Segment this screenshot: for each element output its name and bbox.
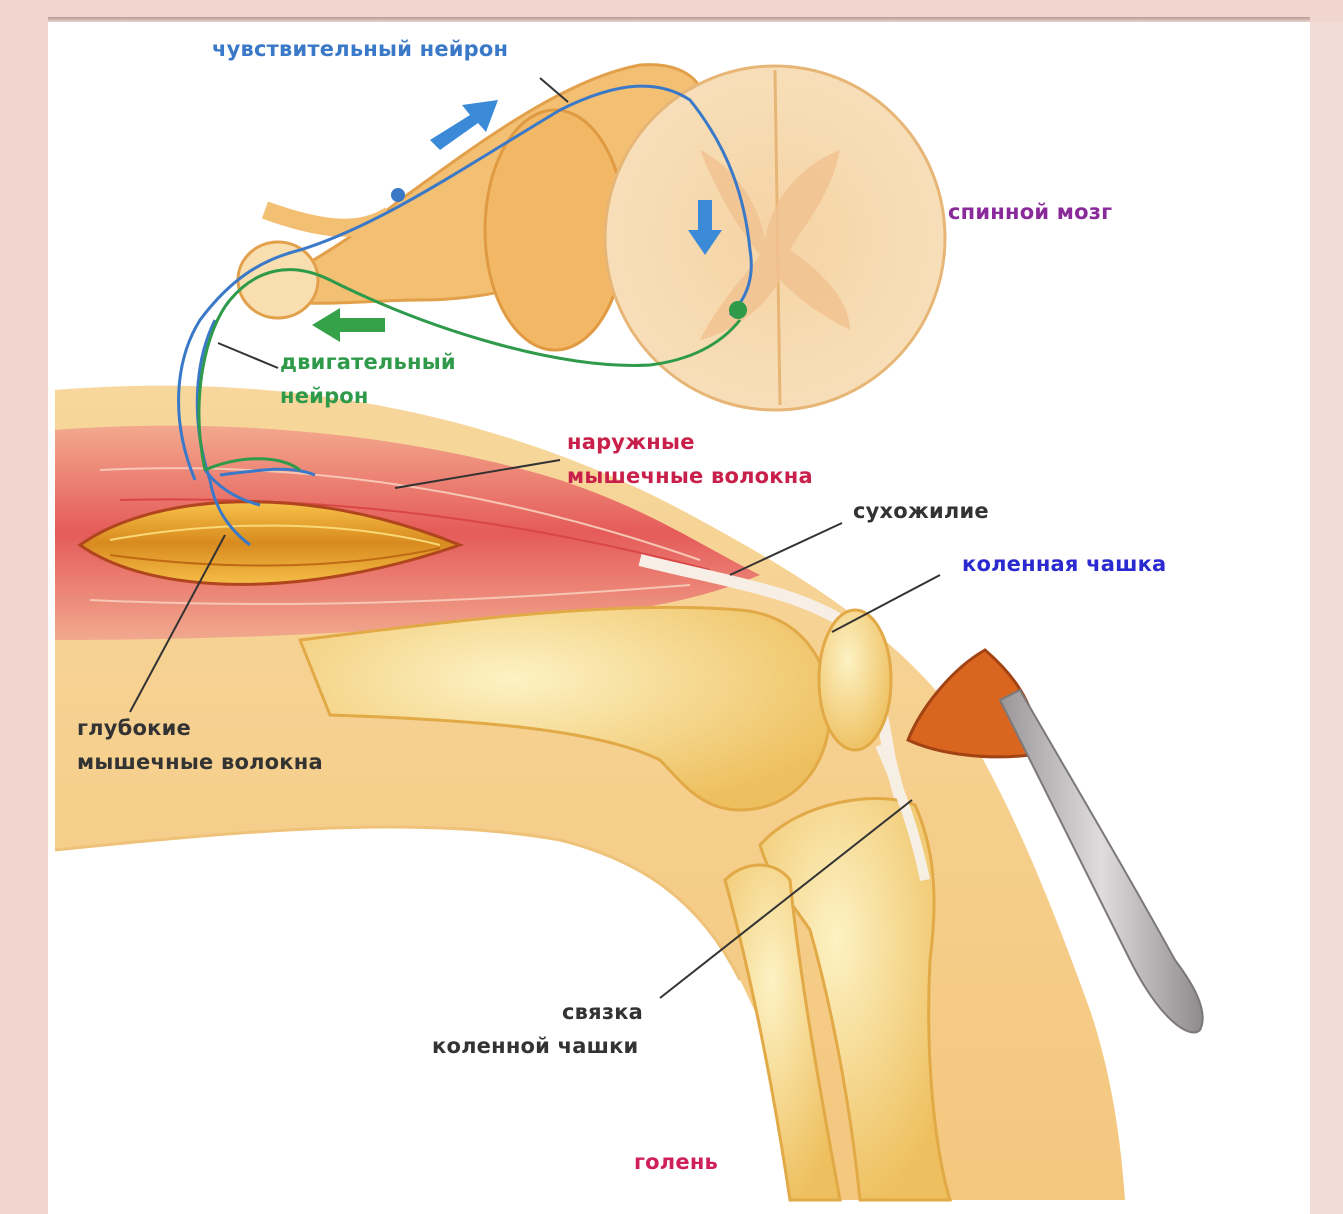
label-kneecap: коленная чашка: [962, 548, 1166, 581]
kneecap-bone: [819, 610, 891, 750]
label-sensory-neuron: чувствительный нейрон: [212, 33, 508, 66]
label-spinal-cord: спинной мозг: [948, 196, 1112, 229]
leader-motor: [218, 343, 278, 368]
label-ligament-line2: коленной чашки: [432, 1030, 638, 1063]
label-tendon: сухожилие: [853, 495, 989, 528]
label-deep-fibers-line1: глубокие: [77, 712, 191, 745]
label-motor-neuron-line2: нейрон: [280, 380, 369, 413]
spinal-cord-section: [605, 66, 945, 410]
label-motor-neuron-line1: двигательный: [280, 346, 456, 379]
label-shin: голень: [634, 1146, 718, 1179]
label-ligament-line1: связка: [562, 996, 643, 1029]
efferent-arrow: [312, 308, 385, 342]
label-outer-fibers-line2: мышечные волокна: [567, 460, 813, 493]
label-deep-fibers-line2: мышечные волокна: [77, 746, 323, 779]
leader-kneecap: [832, 575, 940, 632]
label-outer-fibers-line1: наружные: [567, 426, 695, 459]
